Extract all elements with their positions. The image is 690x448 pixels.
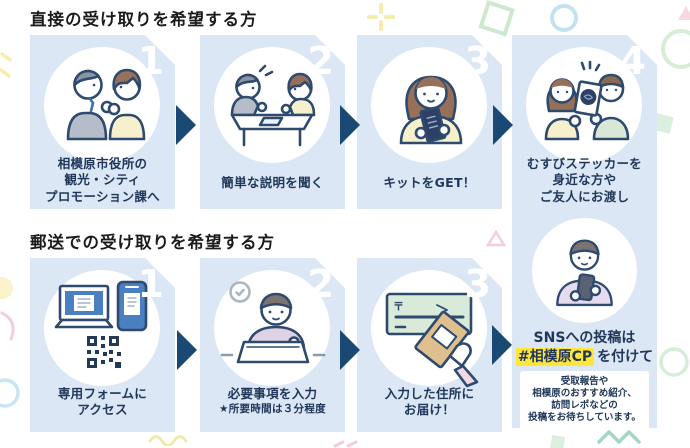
laptop-icon <box>238 342 308 362</box>
mail-step-1-panel: 1 <box>30 258 175 432</box>
sns-suffix: を付けて <box>597 349 654 365</box>
step-caption-line: 必要事項を入力 <box>227 386 318 401</box>
hand-icon <box>450 344 477 386</box>
deco-curve-icon <box>0 311 15 341</box>
step-caption-line: ご友人にお渡し <box>539 188 630 204</box>
sns-note-line: 受取報告や <box>560 376 609 387</box>
kit-get-illustration <box>371 47 487 163</box>
deco-square-icon <box>478 0 515 37</box>
sns-note-line: 相模原のおすすめ紹介、 <box>532 388 637 400</box>
illustration-circle <box>44 47 160 163</box>
sns-post-illustration <box>532 218 637 323</box>
step-caption-line: 観光・シティ <box>64 172 141 188</box>
delivery-illustration: 〒 <box>371 270 487 386</box>
sns-note-line: 投稿をお待ちしています。 <box>528 412 641 424</box>
step-caption: キットをGET！ <box>359 175 500 191</box>
direct-step-4-sns-panel: 4 <box>512 35 657 428</box>
illustration-circle <box>214 47 330 163</box>
step-number: 1 <box>137 39 164 83</box>
flow-arrow-icon <box>340 105 360 145</box>
deco-dashes-icon <box>0 52 12 78</box>
mail-step-2-panel: 2 <box>200 258 345 432</box>
qr-code-icon <box>84 333 122 371</box>
illustration-circle: 〒 <box>371 270 487 386</box>
illustration-circle <box>44 270 160 386</box>
step-caption: むすびステッカーを 身近な方や ご友人にお渡し <box>514 156 655 205</box>
step-caption: 簡単な説明を聞く <box>202 175 343 191</box>
step-caption-line: 身近な方や <box>552 172 617 188</box>
direct-step-3-panel: 3 <box>357 35 502 209</box>
deco-zigzag-icon <box>597 430 641 444</box>
step-caption: 相模原市役所の 観光・シティ プロモーション課へ <box>32 156 173 205</box>
deco-triangle-icon <box>678 6 690 20</box>
deco-circle-icon <box>659 347 689 377</box>
step-caption-line: プロモーション課へ <box>45 188 160 204</box>
step-caption-line: 専用フォームに <box>57 386 148 401</box>
svg-text:〒: 〒 <box>393 300 404 313</box>
city-office-visit-illustration <box>44 47 160 163</box>
sns-note-line: 訪問レポなどの <box>551 400 618 412</box>
sns-hashtag-highlight: #相模原CP <box>517 349 593 365</box>
step-caption: 入力した住所に お届け！ <box>359 386 500 419</box>
step-number: 2 <box>307 39 334 83</box>
step-caption-line: キットをGET！ <box>383 175 476 190</box>
deco-triangle-icon <box>486 230 506 247</box>
step-caption-line: お届け！ <box>403 402 456 418</box>
flow-arrow-icon <box>493 105 513 145</box>
step-number: 2 <box>307 262 334 306</box>
step-caption-note: ★所要時間は３分程度 <box>219 403 326 416</box>
illustration-circle <box>214 270 330 386</box>
illustration-circle <box>532 218 637 323</box>
step-caption-line: アクセス <box>77 402 128 418</box>
deco-plus-icon <box>367 3 395 31</box>
sns-note-box: 受取報告や 相模原のおすすめ紹介、 訪問レポなどの 投稿をお待ちしています。 <box>520 371 649 430</box>
direct-step-1-panel: 1 相模原市役所の 観光・シティ <box>30 35 175 209</box>
clock-icon <box>231 283 250 302</box>
step-caption-line: 入力した住所に <box>384 386 475 401</box>
step-number: 1 <box>137 262 164 306</box>
deco-square-icon <box>550 434 566 448</box>
step-caption-line: 簡単な説明を聞く <box>221 175 324 190</box>
laptop-icon <box>56 286 112 327</box>
deco-circle-icon <box>0 378 20 408</box>
explanation-illustration <box>214 47 330 163</box>
step-caption: 専用フォームに アクセス <box>32 386 173 419</box>
sticker-handover-illustration <box>526 47 642 163</box>
smartphone-icon <box>118 282 146 330</box>
deco-dashes-icon <box>333 440 358 448</box>
sns-instruction-line1: SNSへの投稿は <box>533 330 636 346</box>
flow-arrow-icon <box>492 325 512 365</box>
illustration-circle <box>526 47 642 163</box>
direct-step-2-panel: 2 <box>200 35 345 209</box>
step-number: 3 <box>464 262 491 306</box>
illustration-circle <box>371 47 487 163</box>
mail-section-title: 郵送での受け取りを希望する方 <box>30 233 275 252</box>
flow-arrow-icon <box>176 105 196 145</box>
step-caption-line: 相模原市役所の <box>57 156 148 171</box>
envelope-icon <box>415 311 469 368</box>
mail-step-3-panel: 3 〒 <box>357 258 502 432</box>
deco-circle-icon <box>550 4 578 32</box>
sticker-card-icon <box>575 81 602 115</box>
flow-arrow-icon <box>340 330 360 370</box>
step-number: 4 <box>619 39 646 83</box>
direct-section-title: 直接の受け取りを希望する方 <box>30 10 258 29</box>
step-number: 3 <box>464 39 491 83</box>
flow-arrow-icon <box>177 330 197 370</box>
form-input-illustration <box>214 270 330 386</box>
deco-square-icon <box>653 113 674 134</box>
step-caption: 必要事項を入力 ★所要時間は３分程度 <box>202 386 343 417</box>
deco-circle-icon <box>661 29 690 69</box>
step-caption-line: むすびステッカーを <box>526 156 643 171</box>
deco-squiggle-icon <box>148 435 188 446</box>
form-access-illustration <box>44 270 160 386</box>
deco-dot-icon <box>0 277 13 299</box>
